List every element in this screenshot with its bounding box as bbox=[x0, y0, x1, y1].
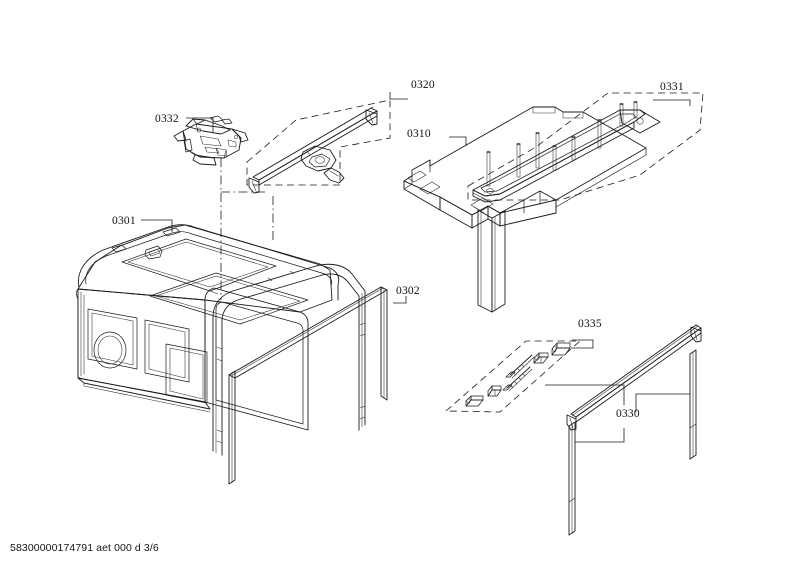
label-0330: 0330 bbox=[616, 408, 640, 420]
trim-strip-left[interactable] bbox=[568, 421, 576, 536]
part-0310-base-panel[interactable] bbox=[403, 106, 647, 229]
leader-0320 bbox=[389, 92, 408, 100]
part-0320-bracket[interactable] bbox=[300, 145, 345, 184]
part-0301-frame-hinge-marks bbox=[216, 270, 366, 444]
part-0332-door-latch-mechanism[interactable] bbox=[173, 115, 249, 166]
label-0332: 0332 bbox=[155, 113, 179, 125]
part-0310-support-leg[interactable] bbox=[477, 209, 506, 313]
leader-0310 bbox=[449, 136, 467, 146]
trim-strip-right[interactable] bbox=[689, 349, 697, 460]
trim-strip-diagonal[interactable] bbox=[566, 324, 702, 431]
footer-document-code: 58300000174791 aet 000 d 3/6 bbox=[10, 542, 159, 554]
part-0330-side-trim-strips[interactable] bbox=[566, 324, 702, 536]
fastener-set-a bbox=[465, 366, 533, 407]
part-0302-door-seal-gasket-frame[interactable] bbox=[228, 286, 388, 485]
part-0331-mounting-bracket[interactable] bbox=[472, 100, 661, 203]
part-0335-boundary bbox=[444, 340, 582, 413]
label-0320: 0320 bbox=[411, 79, 435, 91]
label-0335: 0335 bbox=[578, 318, 602, 330]
assembly-axis-0332 bbox=[220, 158, 268, 300]
label-0301: 0301 bbox=[112, 215, 136, 227]
leader-0302 bbox=[393, 296, 407, 304]
leader-0335 bbox=[571, 339, 594, 349]
part-0331-screws bbox=[486, 100, 638, 187]
label-0331: 0331 bbox=[660, 81, 684, 93]
leader-0330 bbox=[545, 384, 690, 443]
part-0320-assembly-boundary bbox=[246, 99, 391, 186]
label-0310: 0310 bbox=[407, 128, 431, 140]
label-0302: 0302 bbox=[396, 285, 420, 297]
leader-0301 bbox=[141, 219, 173, 232]
part-0335-fastener-kit[interactable] bbox=[465, 342, 571, 407]
part-0320-trim-rail[interactable] bbox=[248, 106, 378, 194]
leader-0332 bbox=[186, 117, 214, 132]
fastener-set-b bbox=[505, 342, 571, 379]
part-0301-front-opening-frame bbox=[212, 263, 366, 456]
leader-0331 bbox=[653, 99, 691, 106]
part-0301-oven-cavity-body[interactable] bbox=[76, 224, 366, 456]
